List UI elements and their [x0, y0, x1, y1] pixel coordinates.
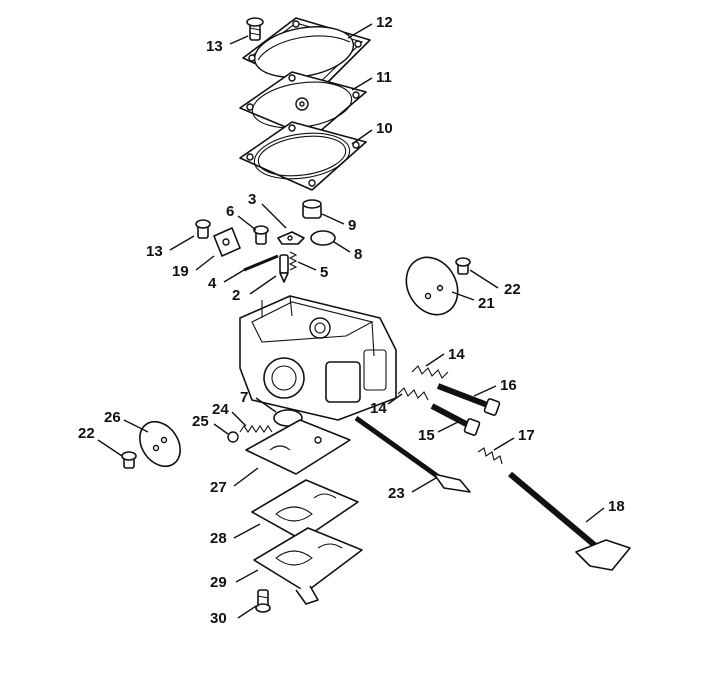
part-18-choke-shaft — [508, 471, 631, 571]
part-14-spring-upper — [411, 365, 449, 379]
callout-14: 14 — [448, 346, 465, 363]
part-27-gasket — [245, 419, 351, 475]
part-5-spring — [288, 251, 298, 271]
part-29-pump-cover — [253, 527, 363, 605]
callout-19: 19 — [172, 263, 189, 280]
part-11-diaphragm — [239, 71, 367, 139]
callout-27: 27 — [210, 479, 227, 496]
callout-15: 15 — [418, 427, 435, 444]
part-28-gasket — [251, 479, 359, 541]
part-9-cap — [302, 199, 322, 219]
part-24-spring — [239, 425, 273, 433]
part-30-screw — [255, 589, 271, 613]
callout-9: 9 — [348, 217, 356, 234]
callout-5: 5 — [320, 264, 328, 281]
callout-22: 22 — [78, 425, 95, 442]
part-26-plate — [139, 420, 181, 468]
part-17-spring — [477, 447, 503, 465]
carburetor-body — [239, 295, 397, 421]
callout-28: 28 — [210, 530, 227, 547]
part-25-ball — [227, 431, 239, 443]
part-6-screw — [253, 225, 269, 245]
callout-14: 14 — [370, 400, 387, 417]
callout-6: 6 — [226, 203, 234, 220]
part-22-screw-right — [455, 257, 471, 275]
callout-13: 13 — [206, 38, 223, 55]
callout-21: 21 — [478, 295, 495, 312]
callout-22: 22 — [504, 281, 521, 298]
part-12-cover — [242, 17, 371, 93]
part-8-disc — [310, 230, 336, 246]
part-19-clip — [213, 227, 241, 257]
callout-17: 17 — [518, 427, 535, 444]
callout-30: 30 — [210, 610, 227, 627]
part-23-throttle-shaft — [354, 415, 471, 493]
callout-18: 18 — [608, 498, 625, 515]
callout-13: 13 — [146, 243, 163, 260]
callout-3: 3 — [248, 191, 256, 208]
callout-12: 12 — [376, 14, 393, 31]
callout-2: 2 — [232, 287, 240, 304]
callout-16: 16 — [500, 377, 517, 394]
callout-4: 4 — [208, 275, 217, 292]
leader-lines — [97, 23, 605, 619]
callout-24: 24 — [212, 401, 229, 418]
part-3-lever — [277, 231, 305, 245]
callout-25: 25 — [192, 413, 209, 430]
callout-7: 7 — [240, 389, 248, 406]
part-21-cover-plate — [405, 256, 459, 316]
callout-11: 11 — [376, 69, 392, 86]
part-15-adjust-screw — [430, 403, 481, 436]
callout-23: 23 — [388, 485, 405, 502]
part-16-adjust-screw — [436, 383, 501, 416]
callout-8: 8 — [354, 246, 362, 263]
part-13-screw-top — [246, 17, 264, 41]
part-14-spring-lower — [397, 387, 429, 401]
callout-29: 29 — [210, 574, 227, 591]
callout-10: 10 — [376, 120, 393, 137]
part-10-gasket — [239, 121, 367, 191]
part-13-screw-left — [195, 219, 211, 239]
part-4-pin — [243, 254, 279, 272]
callout-26: 26 — [104, 409, 121, 426]
callout-labels: 12 13 11 10 3 9 6 8 13 19 5 4 2 22 21 14… — [78, 14, 625, 627]
part-2-needle — [279, 254, 289, 283]
part-22-screw-left — [121, 451, 137, 469]
